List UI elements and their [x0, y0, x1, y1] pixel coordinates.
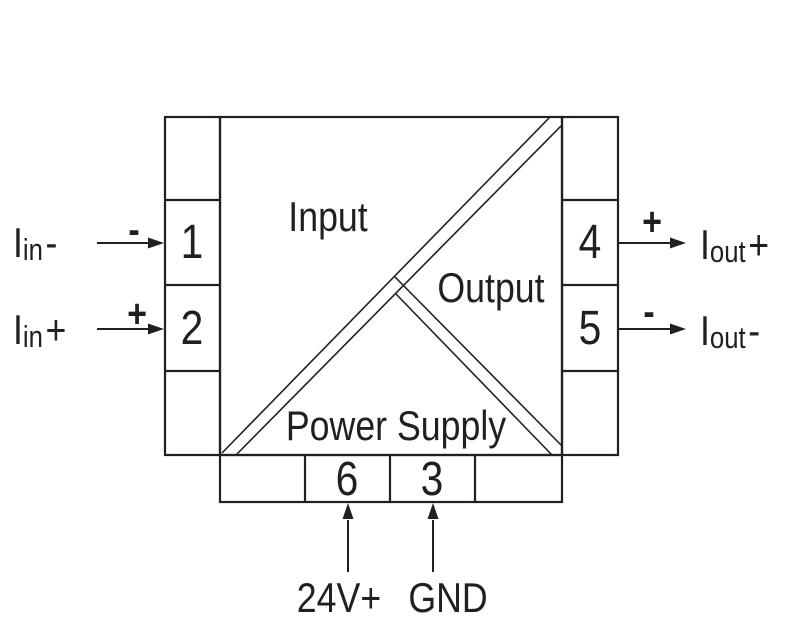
isolation-barrier-input: [221, 116, 562, 456]
wire-arrow-in-minus: [97, 237, 164, 249]
terminal-strip-left: [163, 115, 222, 457]
subscript: out: [709, 321, 746, 355]
arrow-up-icon: [342, 503, 354, 519]
polarity-minus-sign: -: [643, 290, 655, 334]
isolation-barrier-output: [394, 276, 563, 456]
arrow-up-icon: [427, 503, 439, 519]
wire-arrow-24v: [342, 503, 354, 572]
wire-arrow-in-plus: [97, 323, 164, 335]
terminal-4: 4: [578, 216, 602, 269]
input-section-label: Input: [288, 193, 368, 240]
polarity-sign: +: [45, 305, 67, 353]
supply-gnd-label: GND: [408, 574, 488, 621]
polarity-plus-sign: +: [127, 292, 147, 336]
current-symbol: I: [13, 218, 23, 266]
wire-arrow-out-plus: [619, 237, 686, 249]
wire-label-iout-plus: Iout+: [700, 220, 770, 269]
arrow-right-icon: [670, 323, 686, 335]
wire-arrow-out-minus: [619, 323, 686, 335]
wire-label-iin-minus: Iin-: [13, 218, 58, 267]
wire-arrow-gnd: [427, 503, 439, 572]
polarity-minus-sign: -: [128, 208, 140, 252]
terminal-2: 2: [180, 302, 204, 355]
wire-label-iout-minus: Iout-: [700, 306, 761, 355]
terminal-strip-bottom: [218, 453, 564, 504]
polarity-sign: -: [748, 306, 761, 354]
terminal-1: 1: [180, 216, 204, 269]
current-symbol: I: [700, 306, 710, 354]
subscript: in: [22, 233, 43, 267]
supply-24v-label: 24V+: [296, 574, 382, 621]
arrow-right-icon: [148, 323, 164, 335]
current-symbol: I: [700, 220, 710, 268]
polarity-sign: +: [748, 220, 770, 268]
subscript: out: [709, 235, 746, 269]
wire-label-iin-plus: Iin+: [13, 305, 67, 354]
terminal-6: 6: [335, 453, 359, 506]
polarity-sign: -: [45, 218, 58, 266]
output-section-label: Output: [437, 264, 545, 311]
current-symbol: I: [13, 305, 23, 353]
terminal-5: 5: [578, 302, 602, 355]
arrow-right-icon: [148, 237, 164, 249]
power-section-label: Power Supply: [285, 402, 507, 449]
terminal-strip-right: [560, 115, 620, 457]
arrow-right-icon: [670, 237, 686, 249]
polarity-plus-sign: +: [642, 200, 662, 244]
terminal-3: 3: [420, 453, 444, 506]
subscript: in: [22, 320, 43, 354]
